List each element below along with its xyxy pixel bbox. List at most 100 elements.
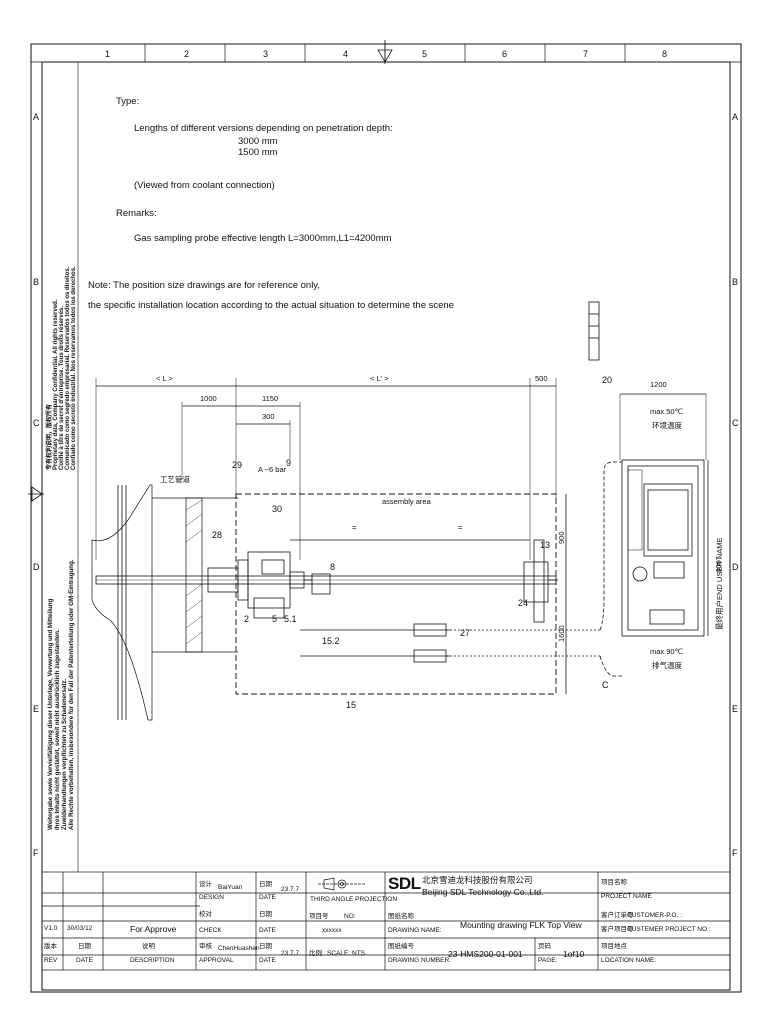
tb-design-cn: 设计 xyxy=(199,881,212,888)
callout-15: 15 xyxy=(346,700,356,710)
dim-300: 300 xyxy=(262,412,275,421)
column-ruler xyxy=(31,44,741,63)
note-lengths: Lengths of different versions depending … xyxy=(134,123,393,134)
tb-drawing-name-value: Mounting drawing FLK Top View xyxy=(460,920,582,930)
tb-rev-value: V1.0 xyxy=(44,925,58,932)
process-pipe-label: 工艺管道 xyxy=(160,474,190,484)
tb-check-date-cn: 日期 xyxy=(259,911,272,918)
tb-project-no-cn: 项目号 xyxy=(309,913,329,920)
tb-approval-name: ChenHuashen xyxy=(218,945,260,952)
note-length-3000: 3000 mm xyxy=(238,136,278,147)
tb-rev-desc: For Approve xyxy=(130,924,177,934)
note-type-label: Type: xyxy=(116,96,140,107)
row-label-e-left: E xyxy=(33,704,39,714)
callout-9: 9 xyxy=(286,458,291,468)
tb-location-cn: 项目地点 xyxy=(601,943,627,950)
tb-customer-proj-cn: 客户项目号 xyxy=(601,926,634,933)
title-block xyxy=(41,871,731,971)
note-viewed-from: (Viewed from coolant connection) xyxy=(134,180,275,191)
svg-text:Weitergabe sowie Vervielfältig: Weitergabe sowie Vervielfältigung dieser… xyxy=(47,599,54,830)
callout-2: 2 xyxy=(244,614,249,624)
assembly-area-label: assembly area xyxy=(382,497,432,506)
tb-approval-date-cn: 日期 xyxy=(259,943,272,950)
tb-drawing-name-cn: 图纸名称 xyxy=(388,913,414,920)
note-length-1500: 1500 mm xyxy=(238,147,278,158)
col-label-1: 1 xyxy=(105,49,110,59)
dim-1150: 1150 xyxy=(262,394,278,403)
tb-approval-date: 23.7.7 xyxy=(281,950,300,957)
tb-design-name: BaiYuan xyxy=(218,884,243,891)
dim-1000: 1000 xyxy=(200,394,217,403)
tb-approval-cn: 审核 xyxy=(199,943,212,950)
exhaust-temp-label: 排气温度 xyxy=(652,660,682,670)
dim-900: 900 xyxy=(557,531,566,544)
note-remarks-label: Remarks: xyxy=(116,208,157,219)
col-label-3: 3 xyxy=(263,49,268,59)
tb-rdate-cn: 日期 xyxy=(78,943,91,950)
svg-text:Alle Rechte vorbehalten, insbe: Alle Rechte vorbehalten, insbesondere fü… xyxy=(68,559,75,830)
mechanical-drawing xyxy=(91,301,709,721)
callout-27: 27 xyxy=(460,628,470,638)
row-label-f-right: F xyxy=(732,848,738,858)
equal-mark-1: = xyxy=(352,523,357,532)
tb-approval-date-label: DATE xyxy=(259,957,276,964)
col-label-4: 4 xyxy=(343,49,348,59)
tb-project-no: NO: xyxy=(344,913,356,920)
projection-symbol-icon xyxy=(318,877,366,891)
svg-text:Confié à titre de secret d'ent: Confié à titre de secret d'entreprise. T… xyxy=(59,306,65,470)
max-50-label: max.50℃ xyxy=(650,407,684,416)
callout-5: 5 xyxy=(272,614,277,624)
col-label-2: 2 xyxy=(184,49,189,59)
svg-text:专有权利说明，版权所有: 专有权利说明，版权所有 xyxy=(45,404,53,470)
row-label-a-left: A xyxy=(33,112,39,122)
tb-customer-po: CUSTOMER-P.O. : xyxy=(627,912,683,919)
tb-project-name-cn: 项目名称 xyxy=(601,879,627,886)
tb-projection: THIRD ANGLE PROJECTION xyxy=(310,896,398,903)
callout-15-2: 15.2 xyxy=(322,636,340,646)
end-user-cn-label: 最终用户 xyxy=(714,600,724,630)
equal-mark-2: = xyxy=(458,523,463,532)
tb-scale-cn: 比例 xyxy=(309,950,322,957)
svg-text:Confiado como secreto industri: Confiado como secreto industrial. Nos re… xyxy=(71,266,77,470)
tb-drawing-name: DRAWING NAME: xyxy=(388,927,442,934)
company-name-cn: 北京雪迪龙科技股份有限公司 xyxy=(422,875,533,885)
tb-drawing-number-value: 23-HMS200-01-001 xyxy=(448,949,523,959)
dim-1200: 1200 xyxy=(650,380,667,389)
callout-28: 28 xyxy=(212,530,222,540)
tb-check-date: DATE xyxy=(259,927,276,934)
tb-date-cn: 日期 xyxy=(259,881,272,888)
callout-8: 8 xyxy=(330,562,335,572)
row-label-c-right: C xyxy=(732,418,739,428)
center-mark-left-icon xyxy=(28,486,44,502)
tb-page: PAGE: xyxy=(538,957,558,964)
tb-customer-po-cn: 客户订单号 xyxy=(601,912,634,919)
max-90-label: max.90℃ xyxy=(650,647,684,656)
dim-500: 500 xyxy=(535,374,548,383)
svg-text:Comunicado como segredo empres: Comunicado como segredo empresarial. Res… xyxy=(65,266,71,470)
tb-date: DATE xyxy=(259,894,276,901)
tb-customer-proj: CUSTEMER PROJECT NO : xyxy=(627,926,711,933)
tb-desc: DESCRIPTION xyxy=(130,957,175,964)
legal-text-lower: Weitergabe sowie Vervielfältigung dieser… xyxy=(47,559,75,830)
note-position-2: the specific installation location accor… xyxy=(88,300,454,311)
tb-desc-cn: 说明 xyxy=(142,943,155,950)
dim-l: < L > xyxy=(156,374,173,383)
tb-project-name: PROJECT NAME xyxy=(601,893,652,900)
tb-drawing-number-cn: 图纸编号 xyxy=(388,943,414,950)
row-label-d-left: D xyxy=(33,562,40,572)
tb-rdate: DATE xyxy=(76,957,93,964)
tb-rev-date: 30/03/12 xyxy=(67,925,93,932)
col-label-6: 6 xyxy=(502,49,507,59)
tb-check: CHECK xyxy=(199,927,222,934)
pressure-note: A ~6 bar xyxy=(258,465,287,474)
tb-page-cn: 页码 xyxy=(538,943,551,950)
dim-1600: 1600 xyxy=(557,625,566,642)
tb-page-value: 1of10 xyxy=(563,949,585,959)
callout-24: 24 xyxy=(518,598,528,608)
col-label-7: 7 xyxy=(583,49,588,59)
callout-30: 30 xyxy=(272,504,282,514)
callout-29: 29 xyxy=(232,460,242,470)
company-logo: SDL xyxy=(388,874,421,893)
callout-c: C xyxy=(602,680,609,690)
tb-location: LOCATION NAME: xyxy=(601,957,657,964)
